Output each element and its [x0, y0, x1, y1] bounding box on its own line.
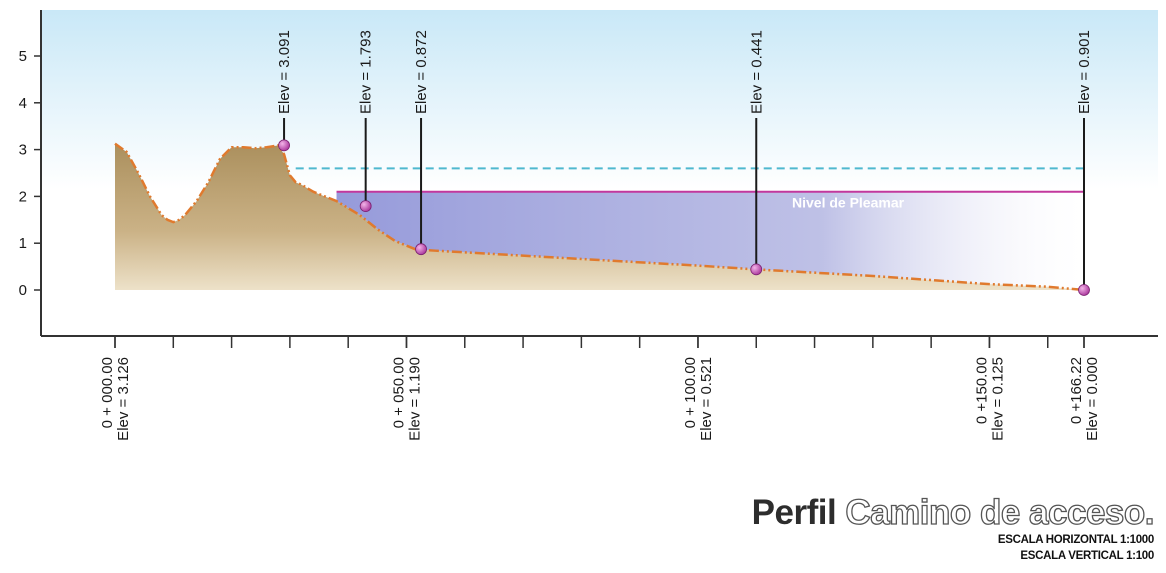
station-label: 0 +150.00 [973, 357, 990, 424]
elevation-marker-point [750, 263, 763, 276]
y-tick-label: 4 [19, 95, 27, 112]
y-tick-label: 1 [19, 235, 27, 252]
marker-elevation-label: Elev = 0.901 [1076, 30, 1093, 114]
station-label: 0 + 000.00 [99, 357, 116, 428]
pleamar-water-area [336, 191, 1084, 290]
title-outline-text: Camino de acceso. [845, 493, 1155, 532]
terrain-fill [115, 143, 1084, 290]
station-label: 0 + 050.00 [390, 357, 407, 428]
y-tick-label: 2 [19, 188, 27, 205]
elevation-marker-point [415, 243, 427, 256]
marker-elevation-label: Elev = 0.441 [748, 30, 765, 114]
station-elevation-label: Elev = 0.521 [698, 357, 715, 441]
title-bold-word: Perfil [751, 493, 837, 532]
station-elevation-label: Elev = 3.126 [115, 357, 132, 441]
elevation-marker-point [278, 139, 290, 152]
vertical-scale-label: ESCALA VERTICAL 1:100 [1020, 550, 1154, 562]
chart-title: Perfil Camino de acceso. [751, 493, 1156, 532]
station-elevation-label: Elev = 0.000 [1084, 357, 1101, 441]
station-label: 0 +166.22 [1068, 357, 1085, 424]
pleamar-label: Nivel de Pleamar [792, 195, 905, 211]
station-label: 0 + 100.00 [682, 357, 699, 428]
station-elevation-label: Elev = 0.125 [989, 357, 1006, 441]
y-tick-label: 5 [19, 48, 27, 65]
marker-elevation-label: Elev = 1.793 [358, 30, 375, 114]
title-block: Perfil Camino de acceso. ESCALA HORIZONT… [751, 493, 1156, 564]
elevation-marker-point [359, 200, 372, 212]
elevation-marker-point [1078, 284, 1090, 296]
y-tick-label: 3 [19, 142, 27, 159]
marker-elevation-label: Elev = 0.872 [413, 30, 430, 114]
horizontal-scale-label: ESCALA HORIZONTAL 1:1000 [997, 534, 1154, 546]
marker-elevation-label: Elev = 3.091 [276, 30, 293, 114]
y-tick-label: 0 [19, 282, 27, 299]
station-elevation-label: Elev = 1.190 [406, 357, 423, 441]
